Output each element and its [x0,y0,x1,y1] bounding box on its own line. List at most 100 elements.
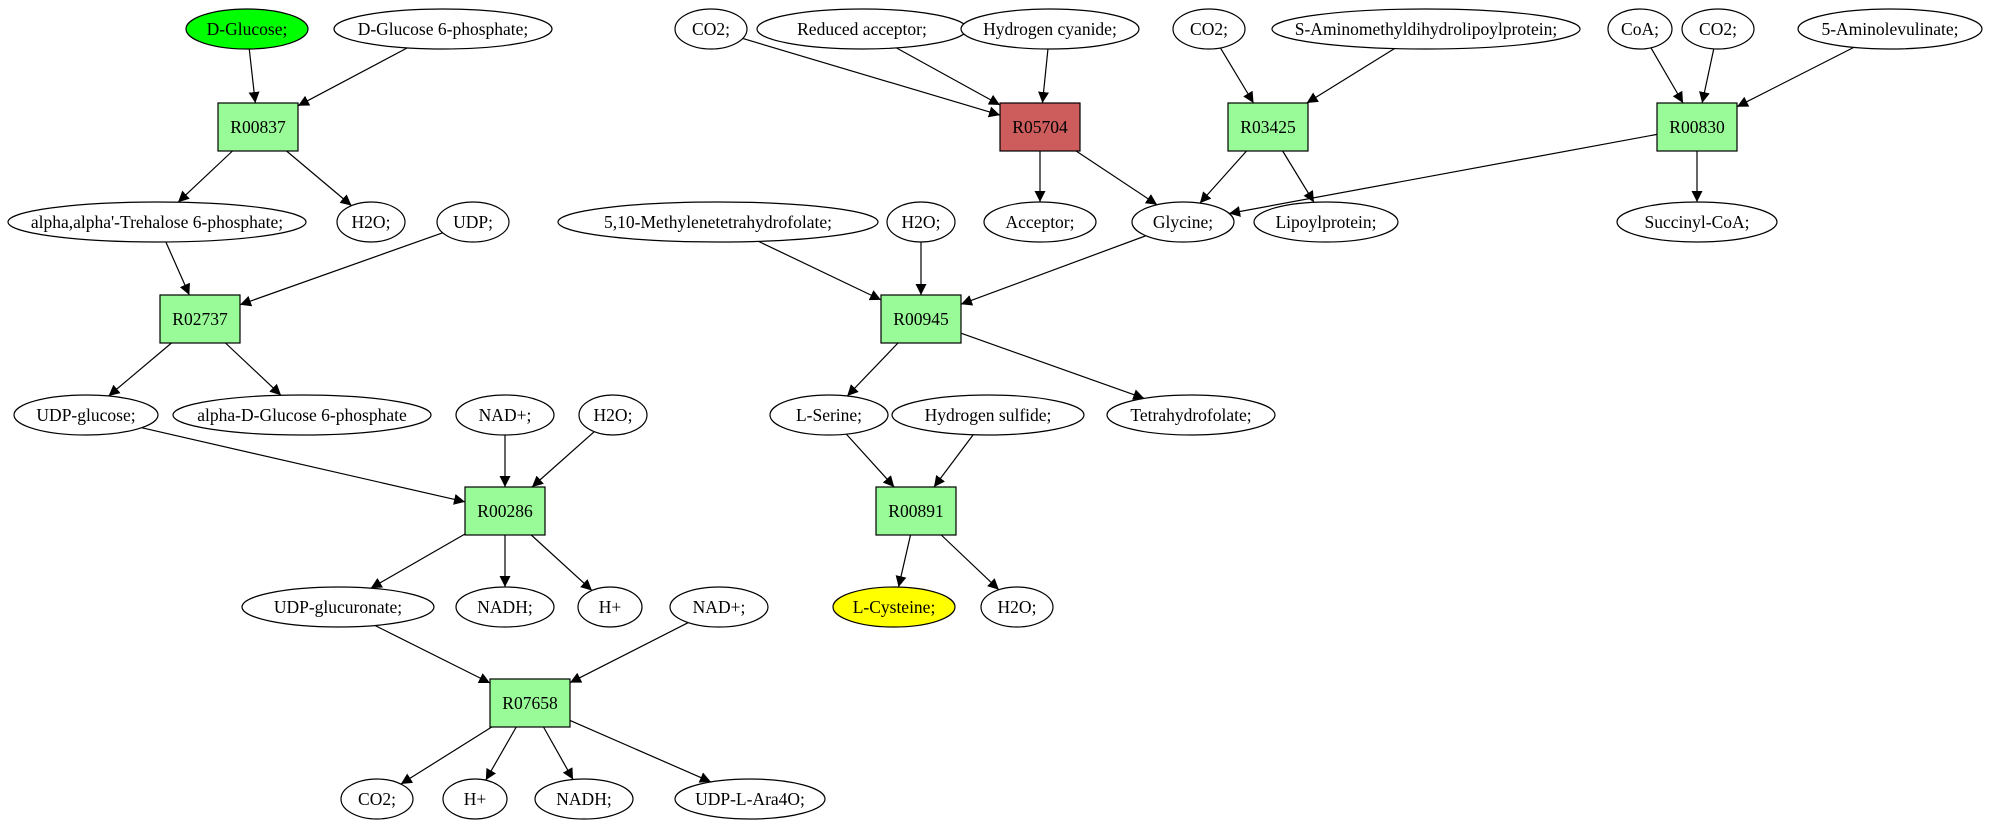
compound-node-redacc: Reduced acceptor; [756,8,968,50]
compound-node-co2_a: CO2; [674,8,748,50]
compound-node-lipoylprotein: Lipoylprotein; [1253,201,1399,243]
compound-node-hcn: Hydrogen cyanide; [960,8,1140,50]
compound-ellipse [455,394,555,436]
compound-node-udpglucuronate: UDP-glucuronate; [241,586,435,628]
node-label: CoA; [1621,19,1659,39]
compound-node-samdlp: S-Aminomethyldihydrolipoylprotein; [1271,8,1581,50]
node-label: S-Aminomethyldihydrolipoylprotein; [1295,19,1557,39]
edge-nadp_b-to-R07658 [569,622,689,684]
edge-trehalose6p-to-R02737 [165,241,190,296]
compound-ellipse [577,586,643,628]
compound-ellipse [241,586,435,628]
reaction-box [489,678,571,728]
node-label: alpha-D-Glucose 6-phosphate [197,405,407,425]
compound-node-nadh_a: NADH; [455,586,555,628]
node-label: Glycine; [1153,212,1213,232]
compound-node-lcysteine: L-Cysteine; [832,586,956,628]
compound-node-adg6p: alpha-D-Glucose 6-phosphate [172,394,432,436]
edge-layer [108,37,1855,785]
node-label: R00830 [1669,117,1725,137]
edge-co2_b-to-R03425 [1219,47,1255,104]
edge-ala5-to-R00830 [1736,46,1855,108]
node-label: NADH; [477,597,532,617]
node-label: L-Serine; [796,405,862,425]
compound-ellipse [185,8,309,50]
edge-h2o_b-to-R00286 [531,431,595,488]
edge-redacc-to-R05704 [896,47,1001,106]
edge-R00837-to-trehalose6p [177,150,233,203]
edge-R02737-to-udpglucose [108,342,172,397]
compound-ellipse [674,8,748,50]
node-label: Succinyl-CoA; [1645,212,1750,232]
edge-glycine-to-R00945 [960,235,1147,306]
edge-R03425-to-glycine [1199,150,1247,204]
reaction-node-R00286: R00286 [464,486,546,536]
node-label: R00837 [230,117,286,137]
reaction-node-R05704: R05704 [999,102,1081,152]
compound-ellipse [333,8,553,50]
reaction-box [217,102,299,152]
node-label: H+ [599,597,622,617]
compound-ellipse [1253,201,1399,243]
compound-node-h2o_d: H2O; [980,586,1054,628]
node-label: Tetrahydrofolate; [1130,405,1251,425]
edge-udpglucuronate-to-R07658 [374,624,491,684]
compound-ellipse [172,394,432,436]
node-label: R05704 [1012,117,1068,137]
node-label: Hydrogen cyanide; [983,19,1117,39]
edge-co2_c-to-R00830 [1699,48,1715,104]
node-label: H2O; [352,212,391,232]
edge-h2s-to-R00891 [933,434,974,488]
compound-ellipse [534,778,634,820]
reaction-box [1656,102,1738,152]
edge-udpglucose-to-R00286 [141,427,466,505]
compound-node-ala5: 5-Aminolevulinate; [1797,8,1983,50]
edge-co2_a-to-R05704 [742,37,1001,118]
compound-ellipse [1681,8,1755,50]
compound-node-h2o_b: H2O; [578,394,648,436]
node-label: R00891 [888,501,943,521]
compound-node-nadh_b: NADH; [534,778,634,820]
edge-samdlp-to-R03425 [1306,48,1395,104]
reaction-node-R03425: R03425 [1227,102,1309,152]
compound-node-succinylcoa: Succinyl-CoA; [1616,201,1778,243]
compound-ellipse [669,586,769,628]
compound-node-glycine: Glycine; [1131,201,1235,243]
compound-ellipse [1271,8,1581,50]
edge-R07658-to-nadh_b [542,726,574,780]
compound-ellipse [336,201,406,243]
reaction-node-R00945: R00945 [880,294,962,344]
node-label: Acceptor; [1006,212,1075,232]
edge-udp_a-to-R02737 [239,232,443,307]
compound-node-co2_c: CO2; [1681,8,1755,50]
node-label: NAD+; [479,405,532,425]
edge-R00891-to-lcysteine [895,534,912,588]
node-label: UDP-glucuronate; [274,597,402,617]
edge-dglucose-to-R00837 [248,48,260,104]
edge-coa-to-R00830 [1650,47,1684,104]
compound-ellipse [455,586,555,628]
edge-R00286-to-hplus_a [530,534,593,591]
node-label: R07658 [502,693,558,713]
reaction-node-R02737: R02737 [159,294,241,344]
reaction-node-R07658: R07658 [489,678,571,728]
reaction-box [464,486,546,536]
compound-node-thf: Tetrahydrofolate; [1106,394,1276,436]
compound-ellipse [983,201,1097,243]
node-label: R03425 [1240,117,1296,137]
node-label: alpha,alpha'-Trehalose 6-phosphate; [31,212,283,232]
compound-ellipse [1172,8,1246,50]
node-label: R00945 [893,309,949,329]
compound-node-hplus_b: H+ [442,778,508,820]
edge-R07658-to-hplus_b [485,726,517,781]
node-label: UDP-glucose; [36,405,135,425]
compound-node-lserine: L-Serine; [769,394,889,436]
compound-ellipse [832,586,956,628]
reaction-box [1227,102,1309,152]
compound-node-co2_b: CO2; [1172,8,1246,50]
edge-R00830-to-glycine [1229,133,1658,217]
reaction-node-R00891: R00891 [875,486,957,536]
compound-node-co2_d: CO2; [340,778,414,820]
edge-R00286-to-udpglucuronate [370,533,466,589]
